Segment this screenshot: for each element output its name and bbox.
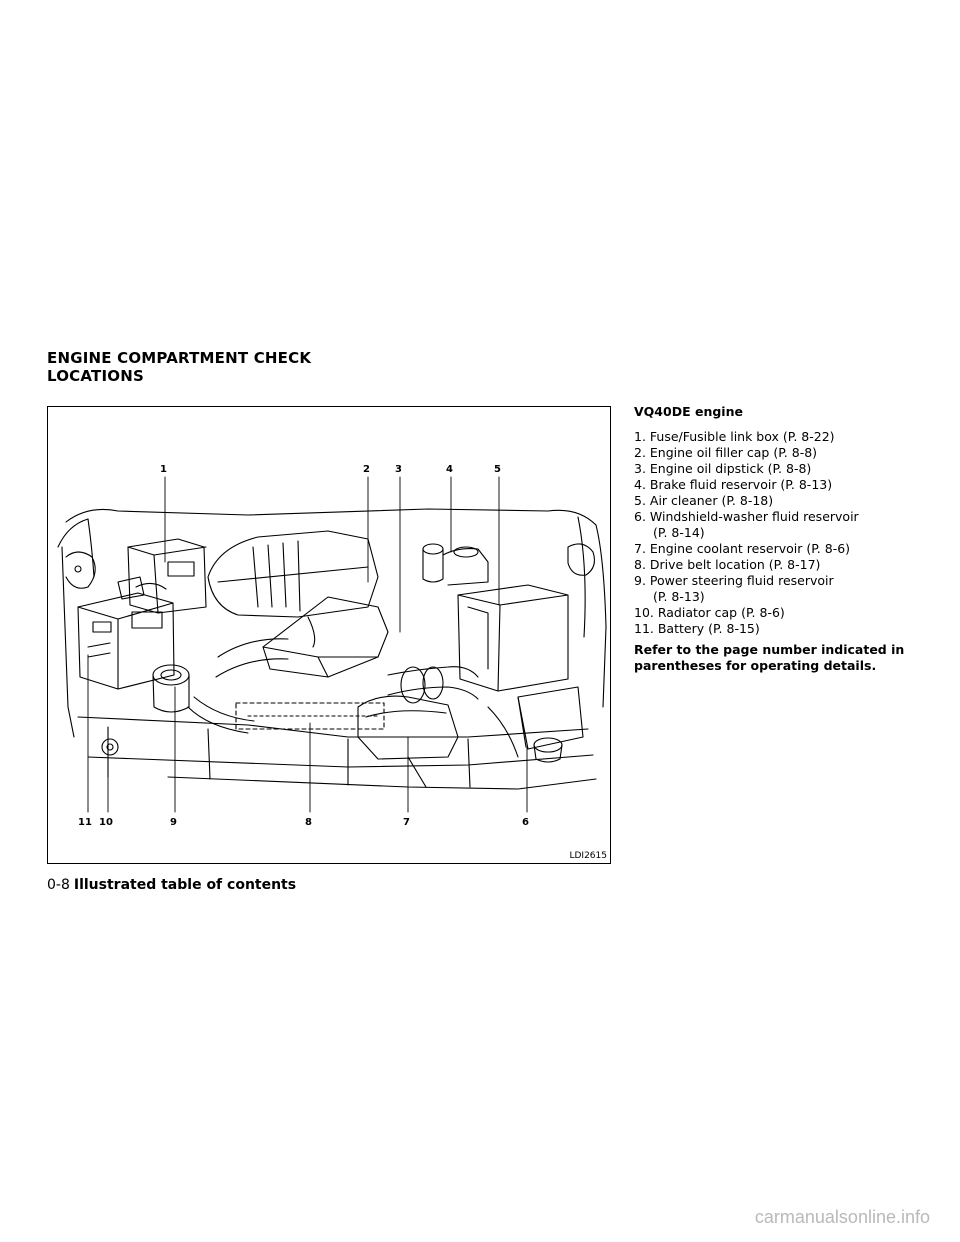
list-item: 6. Windshield-washer fluid reservoir (634, 509, 859, 524)
engine-compartment-illustration (57, 476, 607, 813)
callout-4: 4 (446, 464, 453, 475)
figure-code: LDI2615 (569, 851, 607, 861)
section-title-line-1: ENGINE COMPARTMENT CHECK (47, 349, 312, 367)
callout-labels: 1 2 3 4 5 6 7 8 9 10 11 (78, 464, 529, 828)
callout-2: 2 (363, 464, 370, 475)
list-item: 5. Air cleaner (P. 8-18) (634, 493, 774, 508)
section-title-line-2: LOCATIONS (47, 367, 144, 385)
list-item: 2. Engine oil filler cap (P. 8-8) (634, 445, 818, 460)
list-item: 9. Power steering fluid reservoir (634, 573, 834, 588)
list-item-continuation: (P. 8-13) (653, 589, 705, 604)
list-item-continuation: (P. 8-14) (653, 525, 705, 540)
callout-11: 11 (78, 817, 92, 828)
footer-title: Illustrated table of contents (73, 877, 297, 893)
callout-1: 1 (160, 464, 167, 475)
watermark: carmanualsonline.info (754, 1207, 930, 1227)
section-title: ENGINE COMPARTMENT CHECK LOCATIONS (47, 349, 311, 385)
reference-note: Refer to the page number indicated in pa… (634, 642, 905, 673)
callout-3: 3 (395, 464, 402, 475)
page-number: 0-8 (47, 877, 70, 893)
list-item: 8. Drive belt location (P. 8-17) (634, 557, 821, 572)
callout-8: 8 (305, 817, 312, 828)
list-item: 10. Radiator cap (P. 8-6) (634, 605, 785, 620)
list-item: 3. Engine oil dipstick (P. 8-8) (634, 461, 812, 476)
engine-compartment-figure: 1 2 3 4 5 6 7 8 9 10 11 LDI2615 (47, 406, 611, 864)
list-item: 11. Battery (P. 8-15) (634, 621, 760, 636)
list-item: 7. Engine coolant reservoir (P. 8-6) (634, 541, 851, 556)
callout-9: 9 (170, 817, 177, 828)
callout-10: 10 (99, 817, 113, 828)
callout-5: 5 (494, 464, 501, 475)
list-item: 4. Brake fluid reservoir (P. 8-13) (634, 477, 833, 492)
callout-6: 6 (522, 817, 529, 828)
callout-7: 7 (403, 817, 410, 828)
legend-list: 1. Fuse/Fusible link box (P. 8-22) 2. En… (634, 429, 934, 637)
list-item: 1. Fuse/Fusible link box (P. 8-22) (634, 429, 835, 444)
figure-caption: VQ40DE engine (634, 404, 743, 419)
legend-column: VQ40DE engine 1. Fuse/Fusible link box (… (634, 404, 934, 674)
